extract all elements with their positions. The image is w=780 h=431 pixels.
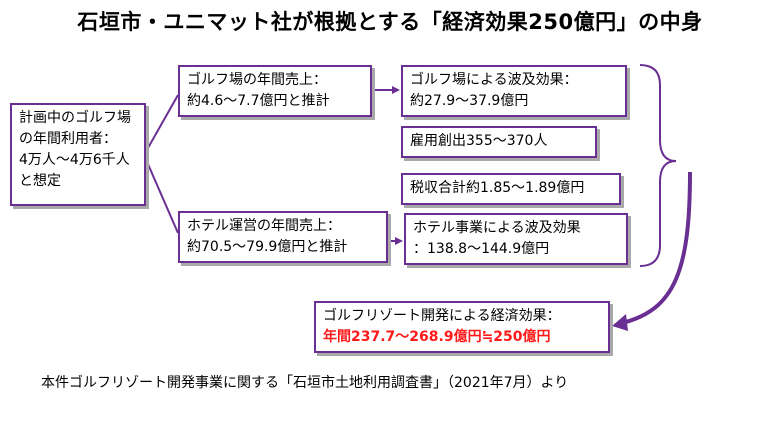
golf-ripple-line-2: 約27.9～37.9億円 [410, 93, 529, 109]
result-value: 年間237.7～268.9億円≒250億円 [323, 329, 551, 345]
golf-sales-box: ゴルフ場の年間売上： 約4.6～7.7億円と推計 [178, 65, 372, 117]
source-note: 本件ゴルフリゾート開発事業に関する「石垣市土地利用調査書」（2021年7月）より [41, 375, 569, 391]
golf-ripple-box: ゴルフ場による波及効果： 約27.9～37.9億円 [401, 65, 627, 117]
usage-line-4: と想定 [19, 173, 61, 189]
hotel-sales-line-1: ホテル運営の年間売上： [187, 218, 341, 234]
grouping-brace [639, 64, 677, 267]
hotel-sales-box: ホテル運営の年間売上： 約70.5～79.9億円と推計 [178, 211, 388, 263]
result-arrow [621, 171, 692, 325]
usage-line-2: の年間利用者： [19, 131, 117, 147]
tax-line: 税収合計約1.85～1.89億円 [410, 180, 585, 196]
result-box: ゴルフリゾート開発による経済効果： 年間237.7～268.9億円≒250億円 [314, 301, 610, 353]
result-arrowhead [612, 314, 628, 331]
golf-sales-line-2: 約4.6～7.7億円と推計 [187, 93, 330, 109]
result-label: ゴルフリゾート開発による経済効果： [323, 308, 561, 324]
branch-line-lower [143, 154, 179, 234]
tax-box: 税収合計約1.85～1.89億円 [401, 173, 621, 205]
golf-sales-line-1: ゴルフ場の年間売上： [187, 72, 327, 88]
hotel-ripple-box: ホテル事業による波及効果 ：138.8～144.9億円 [404, 213, 628, 265]
usage-box: 計画中のゴルフ場 の年間利用者： 4万人～4万6千人 と想定 [10, 103, 146, 206]
employment-box: 雇用創出355～370人 [401, 126, 597, 158]
hotel-sales-line-2: 約70.5～79.9億円と推計 [187, 239, 348, 255]
golf-ripple-line-1: ゴルフ場による波及効果： [410, 72, 578, 88]
usage-line-3: 4万人～4万6千人 [19, 152, 130, 168]
page-title: 石垣市・ユニマット社が根拠とする「経済効果250億円」の中身 [77, 10, 703, 34]
hotel-ripple-line-2: ：138.8～144.9億円 [413, 241, 550, 257]
hotel-ripple-line-1: ホテル事業による波及効果 [413, 220, 581, 236]
employment-line: 雇用創出355～370人 [410, 133, 548, 149]
usage-line-1: 計画中のゴルフ場 [19, 110, 131, 126]
branch-line-upper [143, 94, 179, 156]
